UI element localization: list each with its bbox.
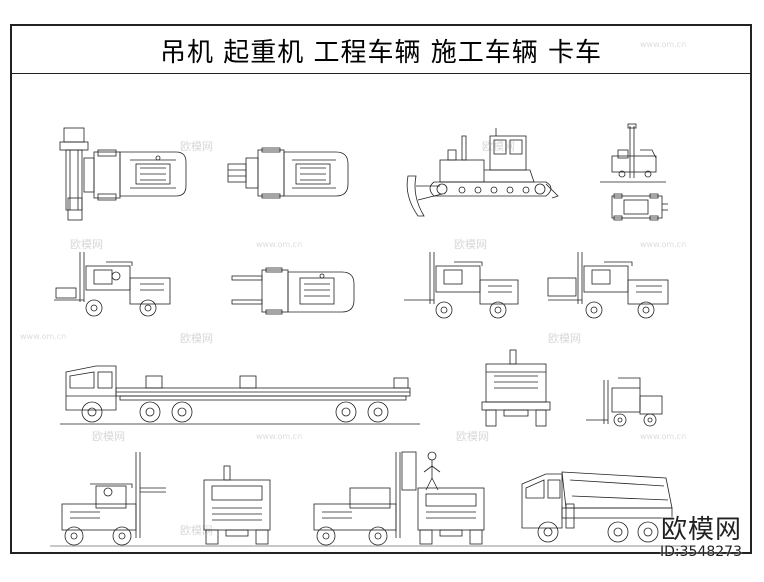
forklift-side-view-d [586, 377, 663, 427]
flatbed-truck-side-view [60, 365, 420, 425]
faint-watermark: 欧模网 [180, 332, 213, 345]
faint-watermark: 欧模网 [548, 332, 581, 345]
forklift-side-view-b [404, 252, 519, 319]
watermark-logo: 欧模网 [660, 515, 742, 545]
faint-watermark-url: www.om.cn [256, 432, 303, 441]
truck-rear-view [481, 349, 551, 427]
forklift-raised-mast [61, 452, 166, 546]
forklift-front-view-small [600, 123, 666, 183]
forklift-side-view-a [54, 252, 171, 317]
faint-watermark-url: www.om.cn [640, 432, 687, 441]
bulldozer-side-view [406, 128, 559, 217]
faint-watermark: 欧模网 [180, 140, 213, 153]
forklift-front-view-a [203, 465, 271, 545]
dump-truck-side-view [521, 471, 673, 543]
sheet-title: 吊机 起重机 工程车辆 施工车辆 卡车 [159, 38, 603, 68]
faint-watermark: 欧模网 [456, 430, 489, 443]
drawing-border [10, 24, 752, 554]
title-block: 吊机 起重机 工程车辆 施工车辆 卡车 [12, 26, 750, 74]
forklift-top-view-small [611, 193, 668, 221]
faint-watermark-url: www.om.cn [256, 240, 303, 249]
forklift-side-view-c [547, 252, 669, 319]
faint-watermark: 欧模网 [92, 430, 125, 443]
forklift-with-operator [313, 451, 417, 546]
faint-watermark-url: www.om.cn [640, 240, 687, 249]
loader-top-view-b [227, 147, 349, 199]
faint-watermark: 欧模网 [454, 238, 487, 251]
loader-top-view-a [59, 127, 187, 221]
faint-watermark: 欧模网 [70, 238, 103, 251]
forklift-top-view-large [231, 267, 355, 315]
faint-watermark-url: www.om.cn [20, 332, 67, 341]
forklift-front-view-person [417, 451, 485, 545]
faint-watermark-url: www.om.cn [640, 40, 687, 49]
watermark-id: ID:3548273 [660, 544, 742, 560]
faint-watermark: 欧模网 [180, 524, 213, 537]
